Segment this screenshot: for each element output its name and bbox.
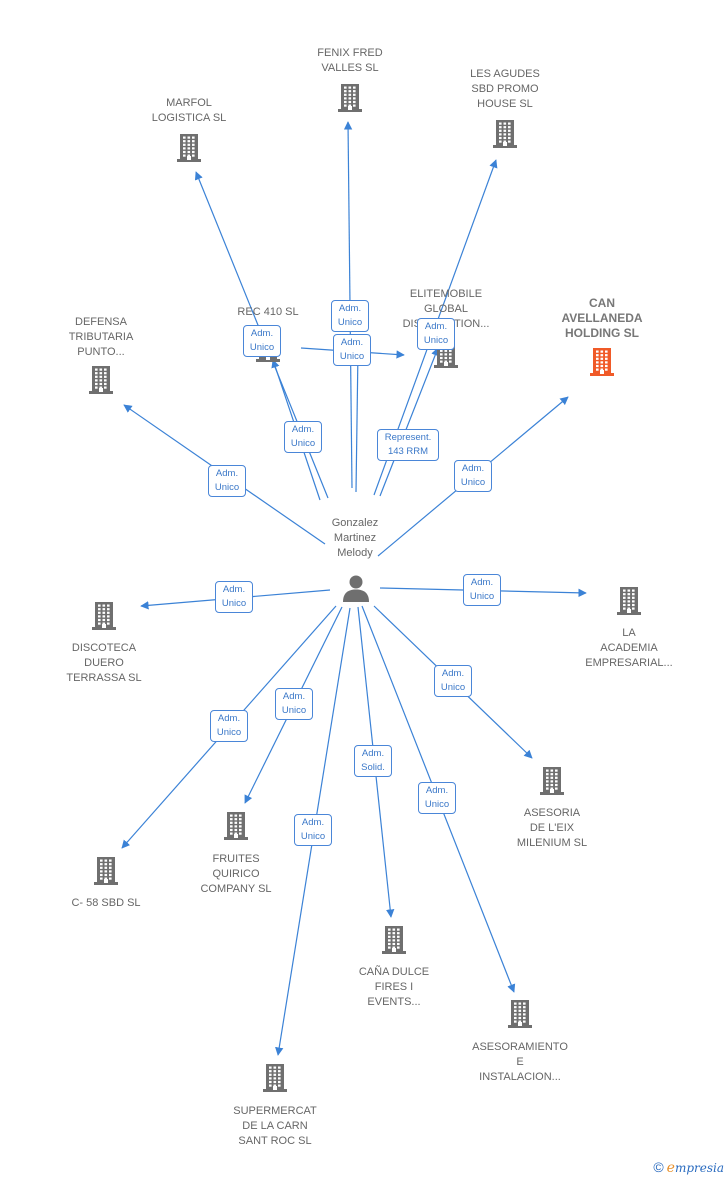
building-icon[interactable] xyxy=(177,134,201,162)
company-label: SUPERMERCAT DE LA CARN SANT ROC SL xyxy=(233,1105,317,1147)
company-node-discoteca[interactable]: DISCOTECA DUERO TERRASSA SL xyxy=(29,641,179,686)
role-badge-discoteca[interactable]: Adm. Unico xyxy=(215,581,253,613)
person-icon[interactable] xyxy=(341,573,371,603)
building-icon[interactable] xyxy=(89,366,113,394)
company-label: CAN AVELLANEDA HOLDING SL xyxy=(561,296,643,340)
company-label: DISCOTECA DUERO TERRASSA SL xyxy=(66,642,142,684)
edge-elitemobile xyxy=(379,347,440,497)
person-name: Gonzalez Martinez Melody xyxy=(331,517,379,559)
company-label: FRUITES QUIRICO COMPANY SL xyxy=(200,853,272,895)
role-badge-academia[interactable]: Adm. Unico xyxy=(463,574,501,606)
company-node-fruites[interactable]: FRUITES QUIRICO COMPANY SL xyxy=(161,852,311,897)
company-node-supermercat[interactable]: SUPERMERCAT DE LA CARN SANT ROC SL xyxy=(200,1104,350,1149)
role-badge-c58[interactable]: Adm. Unico xyxy=(210,710,248,742)
company-label: FENIX FRED VALLES SL xyxy=(317,47,383,74)
company-label: ASESORAMIENTO E INSTALACION... xyxy=(472,1041,568,1083)
building-icon[interactable] xyxy=(263,1064,287,1092)
company-node-academia[interactable]: LA ACADEMIA EMPRESARIAL... xyxy=(554,626,704,671)
company-node-fenix[interactable]: FENIX FRED VALLES SL xyxy=(275,46,425,76)
role-badge-elitemobile[interactable]: Represent. 143 RRM xyxy=(377,429,439,461)
building-icon[interactable] xyxy=(338,84,362,112)
brand-logo-letter: e xyxy=(666,1160,675,1176)
role-badge-can[interactable]: Adm. Unico xyxy=(454,460,492,492)
company-label: C- 58 SBD SL xyxy=(71,897,141,909)
company-node-defensa[interactable]: DEFENSA TRIBUTARIA PUNTO... xyxy=(26,315,176,360)
company-node-c58[interactable]: C- 58 SBD SL xyxy=(31,896,181,911)
building-icon[interactable] xyxy=(224,812,248,840)
role-badge-agudes[interactable]: Adm. Unico xyxy=(417,318,455,350)
brand-footer: ©empresia xyxy=(653,1159,724,1176)
building-icon[interactable] xyxy=(493,120,517,148)
building-icon[interactable] xyxy=(94,857,118,885)
role-badge-rec410[interactable]: Adm. Unico xyxy=(333,334,371,366)
company-label: MARFOL LOGISTICA SL xyxy=(151,97,227,124)
building-icon[interactable] xyxy=(382,926,406,954)
role-badge-defensa[interactable]: Adm. Unico xyxy=(208,465,246,497)
company-label: LES AGUDES SBD PROMO HOUSE SL xyxy=(470,68,540,110)
building-icon[interactable] xyxy=(540,767,564,795)
company-node-cana[interactable]: CAÑA DULCE FIRES I EVENTS... xyxy=(319,965,469,1010)
role-badge-fruites[interactable]: Adm. Unico xyxy=(275,688,313,720)
company-node-asesoria[interactable]: ASESORIA DE L'EIX MILENIUM SL xyxy=(477,806,627,851)
role-badge-asesoria[interactable]: Adm. Unico xyxy=(434,665,472,697)
building-icon[interactable] xyxy=(508,1000,532,1028)
role-badge-asesoramiento[interactable]: Adm. Unico xyxy=(418,782,456,814)
brand-name: mpresia xyxy=(674,1161,724,1175)
role-badge-rec410[interactable]: Adm. Unico xyxy=(284,421,322,453)
company-label: DEFENSA TRIBUTARIA PUNTO... xyxy=(68,316,134,358)
role-badge-marfol[interactable]: Adm. Unico xyxy=(243,325,281,357)
building-icon[interactable] xyxy=(92,602,116,630)
company-label: ASESORIA DE L'EIX MILENIUM SL xyxy=(516,807,588,849)
company-node-agudes[interactable]: LES AGUDES SBD PROMO HOUSE SL xyxy=(430,67,580,112)
company-label: LA ACADEMIA EMPRESARIAL... xyxy=(585,627,673,669)
role-badge-fenix[interactable]: Adm. Unico xyxy=(331,300,369,332)
company-node-can[interactable]: CAN AVELLANEDA HOLDING SL xyxy=(527,296,677,341)
focus-building-icon[interactable] xyxy=(590,348,614,376)
company-label: CAÑA DULCE FIRES I EVENTS... xyxy=(358,966,430,1008)
role-badge-supermercat[interactable]: Adm. Unico xyxy=(294,814,332,846)
company-node-asesoramiento[interactable]: ASESORAMIENTO E INSTALACION... xyxy=(445,1040,595,1085)
role-badge-cana[interactable]: Adm. Solid. xyxy=(354,745,392,777)
building-icon[interactable] xyxy=(617,587,641,615)
company-label: REC 410 SL xyxy=(237,306,299,318)
company-node-rec410[interactable]: REC 410 SL xyxy=(193,305,343,320)
copyright-symbol: © xyxy=(653,1159,664,1175)
company-node-marfol[interactable]: MARFOL LOGISTICA SL xyxy=(114,96,264,126)
edge-elitemobile xyxy=(355,349,359,493)
